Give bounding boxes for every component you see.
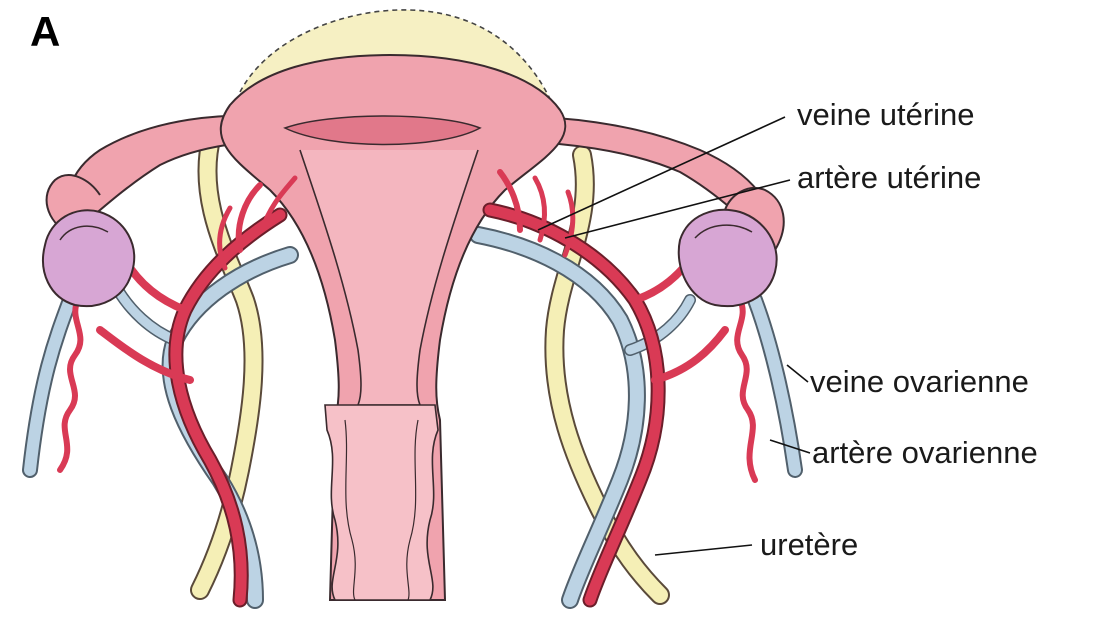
right-ovary <box>679 210 777 306</box>
label-uterine-vein: veine utérine <box>797 97 975 132</box>
left-ovary <box>43 210 134 306</box>
leader-ureter <box>655 545 752 555</box>
right-ovarian-artery <box>737 300 755 480</box>
label-ovarian-artery: artère ovarienne <box>812 435 1038 470</box>
label-ureter: uretère <box>760 527 858 562</box>
label-ovarian-vein: veine ovarienne <box>810 364 1029 399</box>
panel-letter: A <box>30 8 60 55</box>
leader-ovarian-vein <box>787 365 808 382</box>
label-uterine-artery: artère utérine <box>797 160 981 195</box>
cervix <box>325 405 438 600</box>
